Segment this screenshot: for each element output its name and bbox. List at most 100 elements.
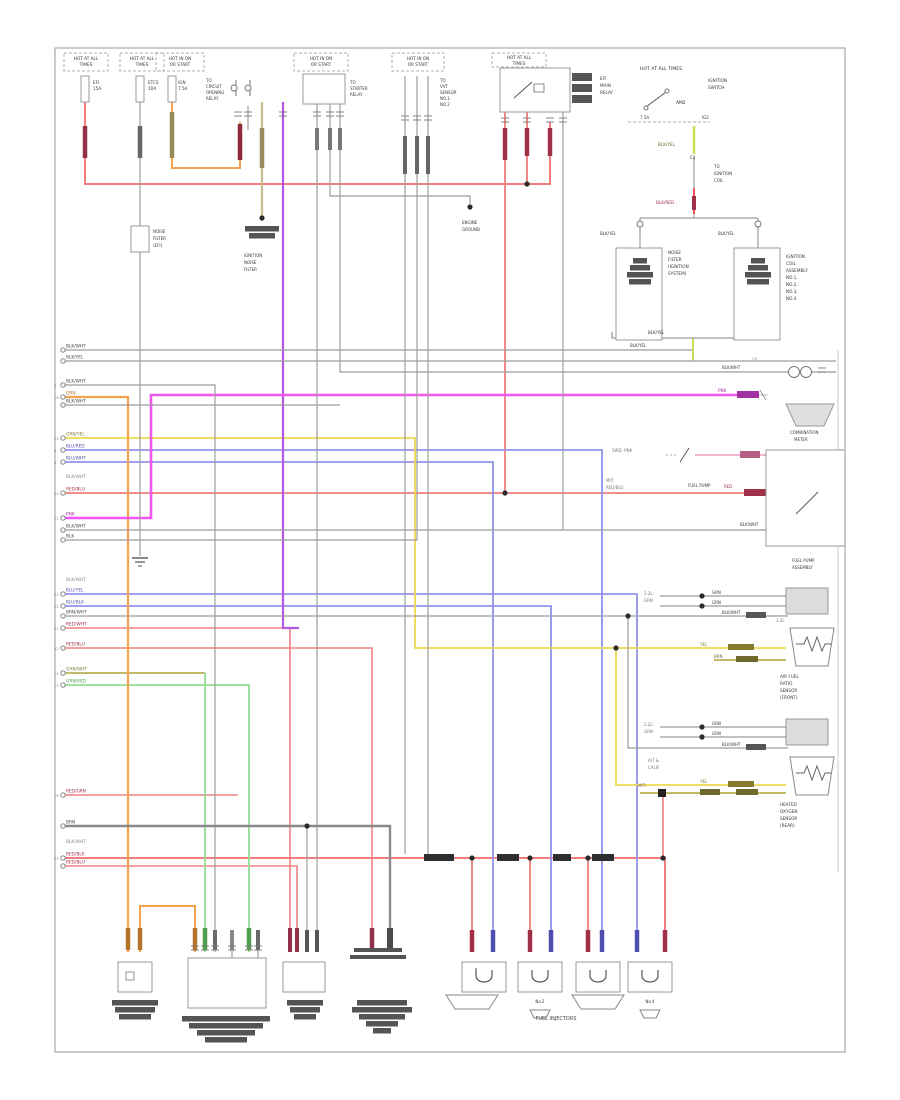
- diagram-label: 10A: [148, 86, 156, 91]
- symbol-line: [679, 447, 690, 463]
- diagram-label: RED/BLU: [66, 860, 85, 866]
- component-label-blob: [627, 272, 653, 278]
- component-box: [187, 957, 267, 1009]
- diagram-label: GRN/WHT: [66, 667, 87, 673]
- diagram-label: FILTER: [153, 236, 166, 241]
- injector-coil-symbol: [531, 970, 549, 983]
- diagram-label: 15: [54, 683, 59, 688]
- diagram-label: BLK/RED: [656, 200, 674, 205]
- injector-coil-symbol: [641, 970, 659, 983]
- diagram-label: NO.2,: [786, 282, 798, 287]
- connector-segment: [553, 854, 571, 861]
- diagram-label: (REAR): [780, 823, 795, 828]
- sensor-symbol: [445, 994, 499, 1010]
- diagram-label: OXYGEN: [780, 809, 797, 814]
- diagram-label: M/T:: [638, 783, 646, 788]
- diagram-label: 7.5A: [178, 86, 188, 91]
- diagram-label: 7.5A: [640, 115, 649, 120]
- wire-red-row-648: [63, 647, 373, 952]
- power-source-box: [391, 52, 445, 72]
- junction-dot: [699, 603, 705, 609]
- diagram-label: PNK: [66, 512, 75, 518]
- component-box: [627, 961, 673, 993]
- component-label-blob: [745, 272, 771, 278]
- component-label-blob: [249, 233, 275, 239]
- segments-layer: [350, 73, 766, 959]
- diagram-label: COIL: [786, 261, 796, 266]
- diagram-label: HOT AT ALL: [507, 55, 532, 60]
- diagram-label: TIMES: [79, 62, 93, 67]
- component-box: [80, 75, 90, 103]
- page-border-layer: [54, 47, 846, 1053]
- ecm-pin-circle: [60, 603, 66, 609]
- diagram-label: TO: [349, 80, 356, 85]
- diagram-label: TIMES: [135, 62, 149, 67]
- diagram-label: BLK: [66, 534, 74, 540]
- diagram-label: BLU/RED: [66, 444, 85, 450]
- ecm-pin-circle: [60, 435, 66, 441]
- diagram-label: BLK/WHT: [722, 742, 741, 747]
- diagram-label: No.4: [645, 999, 655, 1004]
- diagram-label: BLK/WHT: [66, 474, 86, 480]
- wire-red-row-866: [63, 865, 298, 952]
- connector-segment: [354, 948, 402, 952]
- ecm-pin-circle: [60, 358, 66, 364]
- diagram-label: 14: [54, 671, 59, 676]
- diagram-label: GROUND: [462, 227, 480, 232]
- diagram-label: BLK/YEL: [630, 343, 647, 348]
- diagram-label: A/T &: [648, 758, 659, 763]
- diagram-label: 2.2L:: [644, 591, 654, 596]
- diagram-label: GRN: [712, 731, 721, 736]
- symbol-line: [796, 764, 832, 782]
- diagram-label: BLK/WHT: [66, 399, 86, 405]
- diagram-label: EFI: [600, 76, 606, 81]
- diagram-label: RED/BLU: [606, 485, 624, 490]
- diagram-label: IGNITION: [786, 254, 805, 259]
- component-label-blob: [115, 1007, 155, 1013]
- junction-dot: [625, 613, 631, 619]
- component-box: [125, 971, 135, 981]
- connector-segment: [497, 854, 519, 861]
- ecm-pin-circle: [60, 591, 66, 597]
- connector-segment: [728, 781, 754, 787]
- labels-layer: BLK/WHTBLK/YELBLK/WHTORNBLK/WHTGRN/YELBL…: [54, 55, 819, 1022]
- diagram-label: GRN/YEL: [66, 432, 85, 438]
- wire-orange-main: [63, 395, 130, 952]
- wire-blue-594: [63, 593, 638, 952]
- component-label-blob: [357, 1000, 407, 1006]
- diagram-label: SWITCH: [708, 85, 724, 90]
- component-box: [117, 961, 153, 993]
- diagram-label: RED/BLU: [66, 642, 85, 648]
- diagram-label: IG2: [702, 115, 709, 120]
- junction-dot: [699, 734, 705, 740]
- ecm-pin-circle: [60, 394, 66, 400]
- diagram-label: RED: [724, 484, 732, 489]
- component-label-blob: [287, 1000, 323, 1006]
- ecm-pin-circle: [60, 490, 66, 496]
- diagram-label: 2.2L: [776, 618, 785, 623]
- diagram-label: YEL: [699, 779, 708, 784]
- component-box: [461, 961, 507, 993]
- diagram-label: 5: [54, 448, 57, 453]
- diagram-label: TO: [205, 78, 212, 83]
- diagram-label: SENSOR: [440, 90, 457, 95]
- connector-segment: [736, 656, 758, 662]
- diagram-label: ASSEMBLY: [792, 565, 813, 570]
- connector-segment: [572, 73, 592, 81]
- component-label-blob: [359, 1014, 405, 1020]
- component-label-blob: [633, 258, 647, 264]
- wire-gray-340-row372: [339, 104, 788, 373]
- component-box: [765, 449, 846, 547]
- wire-yellow-main: [63, 437, 786, 649]
- connector-segment: [424, 854, 454, 861]
- ecm-pin-circle: [60, 855, 66, 861]
- wire-magenta-wire: [63, 393, 757, 520]
- diagram-label: BLK/WHT: [66, 577, 86, 583]
- diagram-label: 18: [54, 793, 59, 798]
- component-label-blob: [245, 226, 279, 232]
- diagram-label: BLK/WHT: [66, 379, 86, 385]
- component-box: [785, 587, 829, 615]
- wire-blue-450: [63, 449, 603, 952]
- connector-segment: [592, 854, 614, 861]
